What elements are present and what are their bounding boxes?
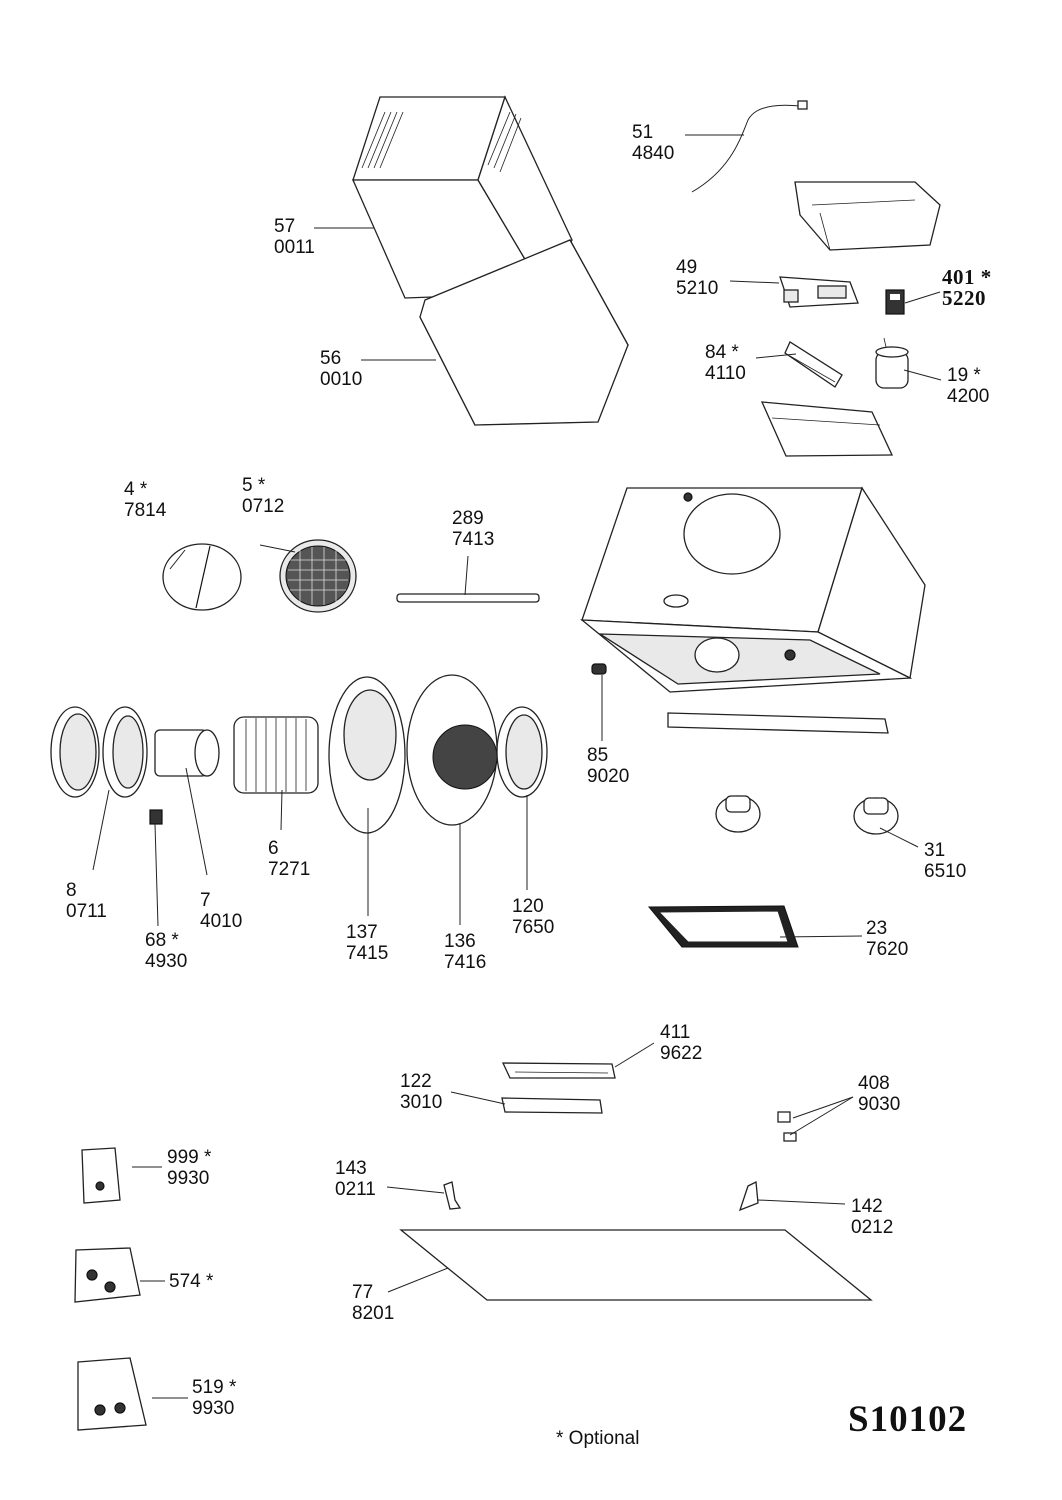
glass-panel-part — [399, 1229, 873, 1301]
power-cord-part — [691, 100, 808, 193]
callout-519: 519 *9930 — [192, 1377, 237, 1419]
bracket-part — [784, 341, 843, 388]
callout-999: 999 *9930 — [167, 1147, 212, 1189]
electronics-housing-part — [794, 181, 941, 251]
fixing-kit-bag-part — [74, 1247, 141, 1303]
chimney-lower-part — [419, 239, 629, 426]
blower-housing-part — [328, 674, 498, 834]
led-lamp-part — [501, 1097, 603, 1114]
clips-408-part — [777, 1111, 797, 1142]
callout-574: 574 * — [169, 1271, 214, 1292]
front-rail-part — [667, 712, 889, 734]
control-knobs-part — [715, 795, 899, 835]
round-grease-filter-part — [279, 539, 357, 613]
chimney-upper-part — [352, 95, 573, 299]
optional-footnote: * Optional — [556, 1428, 640, 1449]
flat-grease-filter-part — [647, 905, 799, 948]
callout-401: 401 *5220 — [942, 265, 992, 310]
hood-body-part — [580, 486, 926, 693]
cover-tray-part — [760, 401, 894, 457]
motor-assembly-part — [50, 706, 319, 825]
manual-kit-bag-part — [77, 1357, 147, 1431]
capacitor-part — [875, 337, 909, 389]
control-board-part — [779, 276, 859, 308]
switch-part — [885, 289, 905, 315]
light-bar-part — [396, 593, 540, 603]
callout-19: 19 *4200 — [947, 365, 990, 407]
lamp-cover-part — [501, 1062, 616, 1079]
side-brackets-part — [443, 1180, 759, 1212]
callout-4: 4 *7814 — [124, 479, 167, 521]
manual-part — [81, 1147, 121, 1204]
callout-68: 68 *4930 — [145, 930, 188, 972]
leader-lines — [92, 134, 942, 1399]
callout-5: 5 *0712 — [242, 475, 285, 517]
callout-84: 84 *4110 — [705, 342, 746, 384]
clip-85-part — [591, 663, 607, 675]
diagram-code: S10102 — [848, 1399, 968, 1440]
carbon-filter-part — [162, 543, 242, 611]
front-grille-part — [496, 706, 548, 798]
